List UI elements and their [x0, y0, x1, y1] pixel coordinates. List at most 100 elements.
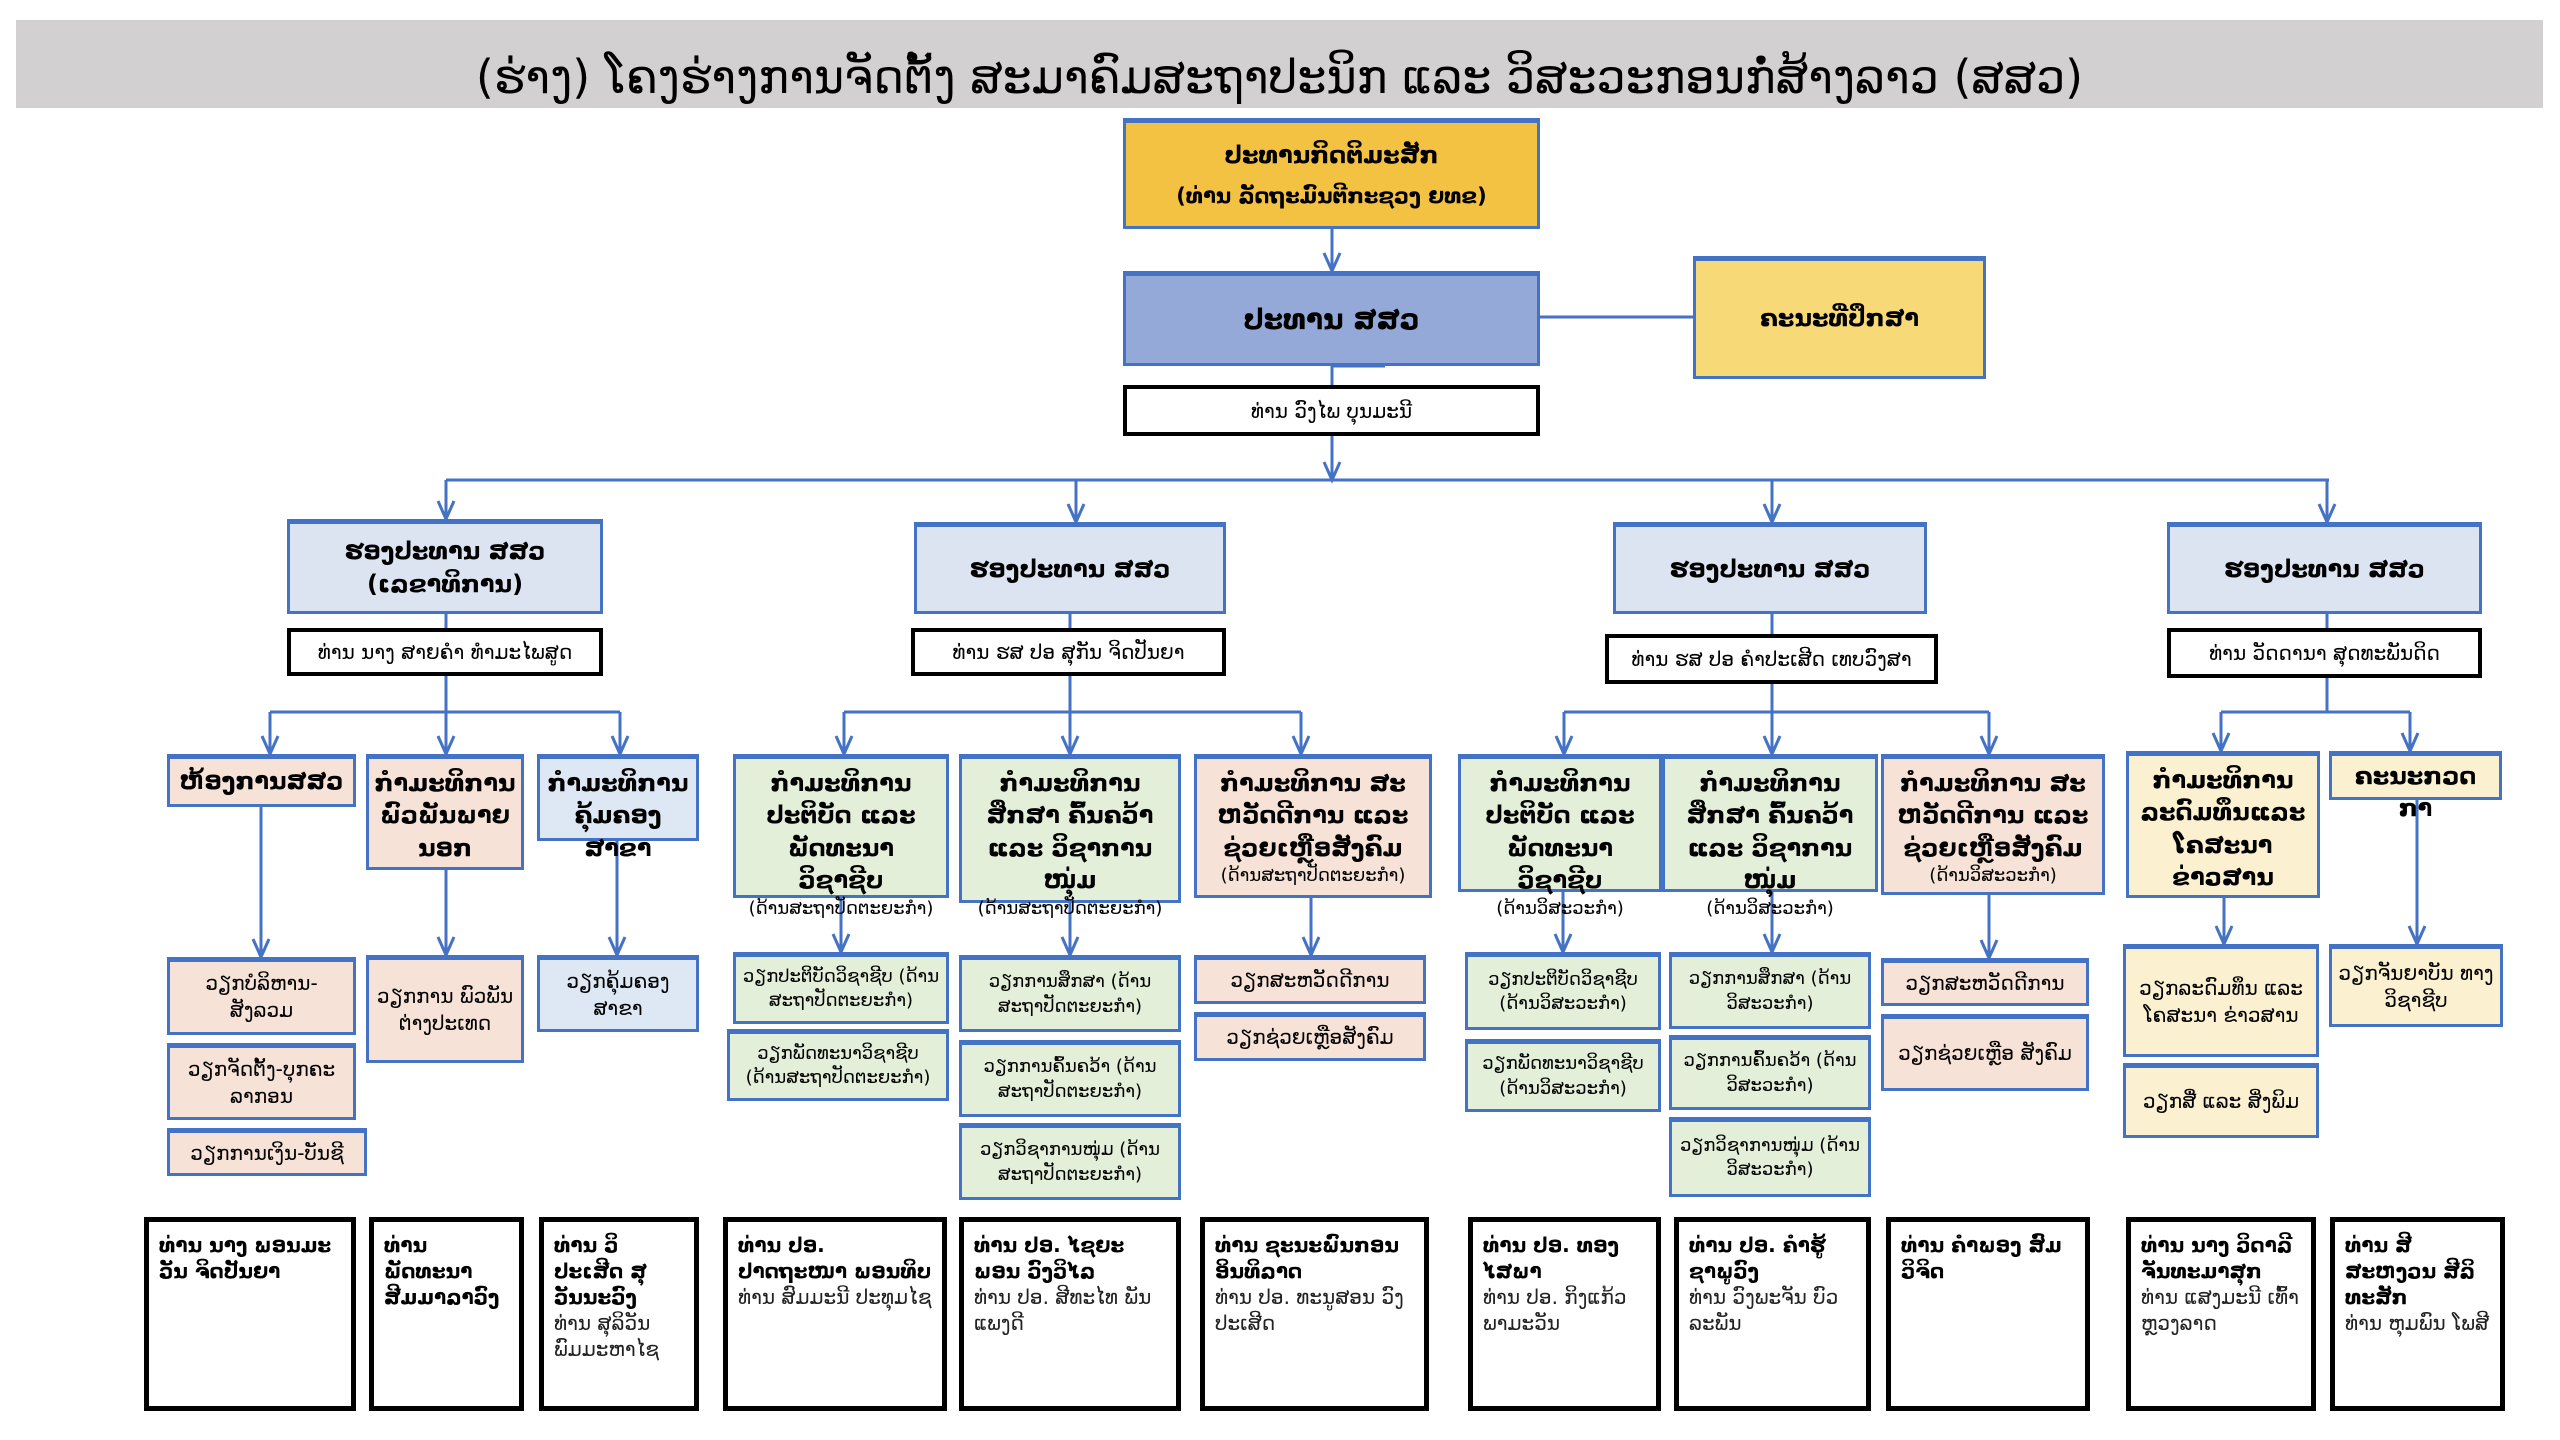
committee-box: ກຳມະທິການ ຄຸ້ມຄອງສາຂາ — [537, 754, 699, 862]
honorary-president-title: ປະທານກິດຕິມະສັກ — [1224, 141, 1439, 170]
unit-box: ວຽກຈັດຕັ້ງ-ບຸກຄະລາກອນ — [167, 1043, 356, 1120]
vice-president-name: ທ່ານ ວັດດານາ ສຸດທະພັນດິດ — [2209, 641, 2440, 665]
committee-subtitle: (ດ້ານວິສະວະກຳ) — [1929, 865, 2057, 887]
unit-box: ວຽກຊ່ວຍເຫຼືອສັງຄົມ — [1194, 1012, 1426, 1061]
vice-president-box: ຮອງປະທານ ສສວ — [2167, 522, 2482, 614]
committee-box: ກຳມະທິການ ລະດົມທຶນແລະ ໂຄສະນາ ຂ່າວສານ — [2126, 751, 2320, 898]
person-lead: ທ່ານ ສີ ສະຫງວນ ສີລິທະສັກ — [2345, 1233, 2476, 1309]
person-lead: ທ່ານ ປອ. ທອງ ໄສພາ — [1483, 1233, 1619, 1283]
unit-box: ວຽກການ ພົວພັນ ຕ່າງປະເທດ — [366, 955, 524, 1063]
unit-box: ວຽກການສຶກສາ (ດ້ານວິສະວະກຳ) — [1669, 952, 1871, 1029]
vice-president-name-box: ທ່ານ ວັດດານາ ສຸດທະພັນດິດ — [2167, 628, 2482, 678]
unit-label: ວຽກການເງິນ-ບັນຊີ — [190, 1140, 344, 1165]
vice-president-title: ຮອງປະທານ ສສວ — [2224, 554, 2425, 583]
vice-president-title: ຮອງປະທານ ສສວ — [344, 537, 546, 566]
person-second: ທ່ານ ສົມມະນີ ປະທຸມໄຊ — [738, 1285, 932, 1309]
vice-president-box: ຮອງປະທານ ສສວ — [1613, 522, 1927, 614]
unit-label: ວຽກບໍລິຫານ-ສັງລວມ — [205, 971, 318, 1022]
unit-box: ວຽກສະຫວັດດີການ — [1881, 958, 2089, 1006]
unit-label: ວຽກຄຸ້ມຄອງ ສາຂາ — [566, 968, 670, 1020]
person-second: ທ່ານ ສຸລິວັນ ພົມມະຫາໄຊ — [554, 1311, 660, 1361]
vice-president-subtitle: (ເລຂາທິການ) — [366, 569, 524, 598]
unit-label: ວຽກການ ພົວພັນ ຕ່າງປະເທດ — [376, 984, 514, 1035]
unit-label: ວຽກການສຶກສາ (ດ້ານວິສະວະກຳ) — [1688, 968, 1852, 1014]
unit-box: ວຽກວິຊາການໜຸ່ມ (ດ້ານສະຖາປັດຕະຍະກຳ) — [959, 1123, 1181, 1200]
person-lead: ທ່ານ ປອ. ໄຊຍະພອນ ວົງວິໄລ — [974, 1233, 1125, 1283]
committee-title: ກຳມະທິການ ສະຫວັດດີການ ແລະ ຊ່ວຍເຫຼືອສັງຄົ… — [1217, 769, 1409, 862]
unit-box: ວຽກປະຕິບັດວິຊາຊີບ (ດ້ານສະຖາປັດຕະຍະກຳ) — [733, 952, 949, 1024]
unit-box: ວຽກການສຶກສາ (ດ້ານສະຖາປັດຕະຍະກຳ) — [959, 955, 1181, 1032]
committee-title: ຫ້ອງການສສວ — [179, 767, 344, 795]
people-box: ທ່ານ ຊະນະພົນກອນ ອິນທິລາດທ່ານ ປອ. ທະນູສອນ… — [1200, 1217, 1429, 1411]
unit-box: ວຽກວິຊາການໜຸ່ມ (ດ້ານວິສະວະກຳ) — [1669, 1117, 1871, 1197]
vice-president-title: ຮອງປະທານ ສສວ — [1669, 554, 1871, 583]
person-lead: ທ່ານ ນາງ ພອນມະວັນ ຈິດປັນຍາ — [159, 1233, 332, 1283]
honorary-president-name: (ທ່ານ ລັດຖະມົນຕີກະຊວງ ຍທຂ) — [1176, 183, 1487, 208]
advisors-title: ຄະນະທີ່ປຶກສາ — [1759, 304, 1920, 333]
committee-box: ຄະນະກວດກາ — [2329, 751, 2502, 822]
committee-title: ກຳມະທິການ ຄຸ້ມຄອງສາຂາ — [547, 769, 689, 862]
person-second: ທ່ານ ປອ. ທະນູສອນ ວົງປະເສີດ — [1215, 1285, 1404, 1335]
vice-president-name: ທ່ານ ນາງ ສາຍຄຳ ທຳມະໄພສູດ — [317, 640, 573, 664]
chart-title-bar: (ຮ່າງ) ໂຄງຮ່າງການຈັດຕັ້ງ ສະມາຄົມສະຖາປະນິ… — [16, 20, 2543, 108]
people-box: ທ່ານ ປອ. ທອງ ໄສພາທ່ານ ປອ. ກິງແກ້ວ ພາມະວັ… — [1468, 1217, 1661, 1411]
unit-box: ວຽກບໍລິຫານ-ສັງລວມ — [167, 957, 356, 1035]
people-box: ທ່ານ ນາງ ວິດາລີ ຈັນທະມາສຸກທ່ານ ແສງມະນີ ເ… — [2126, 1217, 2316, 1411]
committee-title: ກຳມະທິການ ພົວພັນພາຍ ນອກ — [374, 769, 516, 862]
president-name: ທ່ານ ວົງໄພ ບຸນມະນີ — [1250, 398, 1413, 423]
honorary-president-box: ປະທານກິດຕິມະສັກ (ທ່ານ ລັດຖະມົນຕີກະຊວງ ຍທ… — [1123, 118, 1540, 229]
people-box: ທ່ານ ສີ ສະຫງວນ ສີລິທະສັກທ່ານ ຫຸມພົນ ໂພສີ — [2330, 1217, 2505, 1411]
unit-label: ວຽກສື່ ແລະ ສິ່ງພິມ — [2142, 1089, 2300, 1113]
committee-subtitle: (ດ້ານວິສະວະກຳ) — [1706, 897, 1834, 919]
people-box: ທ່ານ ປອ. ໄຊຍະພອນ ວົງວິໄລທ່ານ ປອ. ສີທະໄທ … — [959, 1217, 1181, 1411]
person-second: ທ່ານ ປອ. ສີທະໄທ ພັນແພງດີ — [974, 1285, 1152, 1335]
vice-president-name-box: ທ່ານ ນາງ ສາຍຄຳ ທຳມະໄພສູດ — [287, 628, 603, 676]
unit-label: ວຽກການສຶກສາ (ດ້ານສະຖາປັດຕະຍະກຳ) — [988, 971, 1152, 1017]
people-box: ທ່ານ ຄຳພອງ ສົມວິຈິດ — [1886, 1217, 2090, 1411]
committee-box: ຫ້ອງການສສວ — [167, 754, 356, 807]
unit-label: ວຽກພັດທະນາວິຊາຊີບ (ດ້ານວິສະວະກຳ) — [1482, 1053, 1644, 1099]
committee-box: ກຳມະທິການ ພົວພັນພາຍ ນອກ — [366, 754, 524, 870]
unit-label: ວຽກປະຕິບັດວິຊາຊີບ (ດ້ານສະຖາປັດຕະຍະກຳ) — [742, 965, 940, 1011]
committee-title: ກຳມະທິການ ສຶກສາ ຄົ້ນຄວ້າ ແລະ ວິຊາການໜຸ່ມ — [986, 769, 1154, 895]
vice-president-name: ທ່ານ ຮສ ປອ ສຸກັນ ຈິດປັນຍາ — [952, 640, 1185, 664]
unit-box: ວຽກສະຫວັດດີການ — [1194, 955, 1426, 1004]
unit-label: ວຽກການຄົ້ນຄວ້າ (ດ້ານສະຖາປັດຕະຍະກຳ) — [983, 1056, 1157, 1102]
committee-title: ກຳມະທິການ ລະດົມທຶນແລະ ໂຄສະນາ ຂ່າວສານ — [2140, 766, 2306, 892]
committee-title: ກຳມະທິການ ປະຕິບັດ ແລະ ພັດທະນາ ວິຊາຊີບ — [766, 769, 916, 895]
person-lead: ທ່ານ ປອ. ປາດຖະໜາ ພອນທິບ — [738, 1233, 932, 1283]
committee-subtitle: (ດ້ານວິສະວະກຳ) — [1496, 897, 1624, 919]
unit-box: ວຽກຄຸ້ມຄອງ ສາຂາ — [537, 955, 699, 1032]
chart-title: (ຮ່າງ) ໂຄງຮ່າງການຈັດຕັ້ງ ສະມາຄົມສະຖາປະນິ… — [475, 50, 2084, 104]
unit-box: ວຽກຊ່ວຍເຫຼືອ ສັງຄົມ — [1881, 1014, 2089, 1091]
person-second: ທ່ານ ແສງມະນີ ເທົ້າຫຼວງລາດ — [2141, 1285, 2299, 1335]
unit-box: ວຽກການຄົ້ນຄວ້າ (ດ້ານສະຖາປັດຕະຍະກຳ) — [959, 1040, 1181, 1117]
person-lead: ທ່ານ ພັດທະນາ ສີມມາລາວົງ — [384, 1233, 500, 1309]
committee-title: ກຳມະທິການ ສະຫວັດດີການ ແລະ ຊ່ວຍເຫຼືອສັງຄົ… — [1897, 769, 2089, 862]
president-box: ປະທານ ສສວ — [1123, 271, 1540, 366]
unit-label: ວຽກວິຊາການໜຸ່ມ (ດ້ານສະຖາປັດຕະຍະກຳ) — [980, 1139, 1160, 1185]
vice-president-name-box: ທ່ານ ຮສ ປອ ຄຳປະເສີດ ເທບວົງສາ — [1605, 634, 1938, 684]
committee-box: ກຳມະທິການ ສຶກສາ ຄົ້ນຄວ້າ ແລະ ວິຊາການໜຸ່ມ… — [1662, 754, 1878, 919]
vice-president-name: ທ່ານ ຮສ ປອ ຄຳປະເສີດ ເທບວົງສາ — [1631, 647, 1912, 671]
vice-president-box: ຮອງປະທານ ສສວ (ເລຂາທິການ) — [287, 519, 603, 614]
unit-label: ວຽກຈັດຕັ້ງ-ບຸກຄະລາກອນ — [187, 1056, 336, 1108]
president-name-box: ທ່ານ ວົງໄພ ບຸນມະນີ — [1123, 385, 1540, 436]
vice-president-title: ຮອງປະທານ ສສວ — [969, 554, 1171, 583]
person-second: ທ່ານ ຫຸມພົນ ໂພສີ — [2345, 1311, 2490, 1335]
unit-label: ວຽກການຄົ້ນຄວ້າ (ດ້ານວິສະວະກຳ) — [1683, 1050, 1857, 1096]
unit-label: ວຽກລະດົມທຶນ ແລະໂຄສະນາ ຂ່າວສານ — [2139, 975, 2303, 1027]
people-box: ທ່ານ ປອ. ຄຳຮູ້ ຊາພູວົງທ່ານ ວົງພະຈັນ ບົວລ… — [1674, 1217, 1871, 1411]
unit-label: ວຽກສະຫວັດດີການ — [1230, 968, 1390, 992]
advisors-box: ຄະນະທີ່ປຶກສາ — [1693, 256, 1986, 379]
unit-label: ວຽກສະຫວັດດີການ — [1905, 970, 2065, 995]
people-box: ທ່ານ ນາງ ພອນມະວັນ ຈິດປັນຍາ — [144, 1217, 356, 1411]
person-second: ທ່ານ ວົງພະຈັນ ບົວລະພັນ — [1689, 1285, 1839, 1335]
vice-president-box: ຮອງປະທານ ສສວ — [914, 522, 1226, 614]
president-title: ປະທານ ສສວ — [1243, 302, 1420, 336]
committee-box: ກຳມະທິການ ສະຫວັດດີການ ແລະ ຊ່ວຍເຫຼືອສັງຄົ… — [1194, 754, 1432, 898]
committee-title: ກຳມະທິການ ປະຕິບັດ ແລະ ພັດທະນາ ວິຊາຊີບ — [1485, 769, 1635, 895]
unit-box: ວຽກພັດທະນາວິຊາຊີບ (ດ້ານວິສະວະກຳ) — [1465, 1039, 1661, 1112]
people-box: ທ່ານ ປອ. ປາດຖະໜາ ພອນທິບທ່ານ ສົມມະນີ ປະທຸ… — [723, 1217, 947, 1411]
unit-box: ວຽກປະຕິບັດວິຊາຊີບ (ດ້ານວິສະວະກຳ) — [1465, 952, 1661, 1030]
